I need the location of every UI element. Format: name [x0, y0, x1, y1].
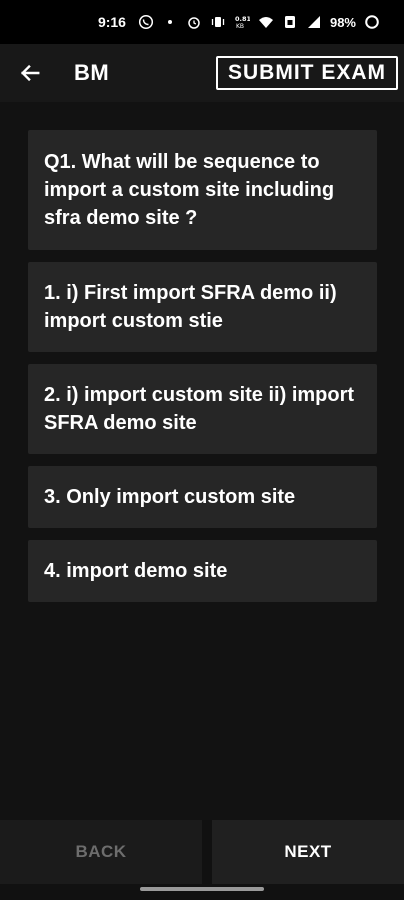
option-label: 1. i) First import SFRA demo ii) import … [44, 282, 337, 332]
battery-icon [364, 14, 380, 30]
whatsapp-icon [138, 14, 154, 30]
question-card: Q1. What will be sequence to import a cu… [28, 130, 377, 250]
option-label: 2. i) import custom site ii) import SFRA… [44, 384, 355, 434]
wifi-icon [258, 14, 274, 30]
signal-icon [306, 14, 322, 30]
svg-text:0.81: 0.81 [235, 15, 250, 23]
submit-exam-button[interactable]: SUBMIT EXAM [216, 56, 398, 90]
question-text: Q1. What will be sequence to import a cu… [44, 151, 335, 229]
back-arrow-icon[interactable] [0, 44, 60, 102]
option-3[interactable]: 3. Only import custom site [28, 466, 377, 528]
option-1[interactable]: 1. i) First import SFRA demo ii) import … [28, 262, 377, 352]
option-label: 4. import demo site [44, 560, 228, 582]
svg-text:KB: KB [236, 23, 244, 30]
option-4[interactable]: 4. import demo site [28, 540, 377, 602]
alarm-icon [186, 14, 202, 30]
status-time: 9:16 [97, 14, 126, 30]
app-bar: BM SUBMIT EXAM [0, 44, 404, 102]
battery-percent: 98% [329, 14, 356, 30]
vibrate-icon [210, 14, 226, 30]
back-button[interactable]: BACK [0, 820, 202, 884]
sim-icon [282, 14, 298, 30]
option-2[interactable]: 2. i) import custom site ii) import SFRA… [28, 364, 377, 454]
next-button[interactable]: NEXT [212, 820, 404, 884]
bottom-navigation: BACK NEXT [0, 820, 404, 900]
page-title: BM [74, 60, 110, 85]
question-content: Q1. What will be sequence to import a cu… [0, 102, 404, 820]
dot-icon [162, 14, 178, 30]
gesture-handle[interactable] [140, 887, 264, 891]
option-label: 3. Only import custom site [44, 486, 296, 508]
